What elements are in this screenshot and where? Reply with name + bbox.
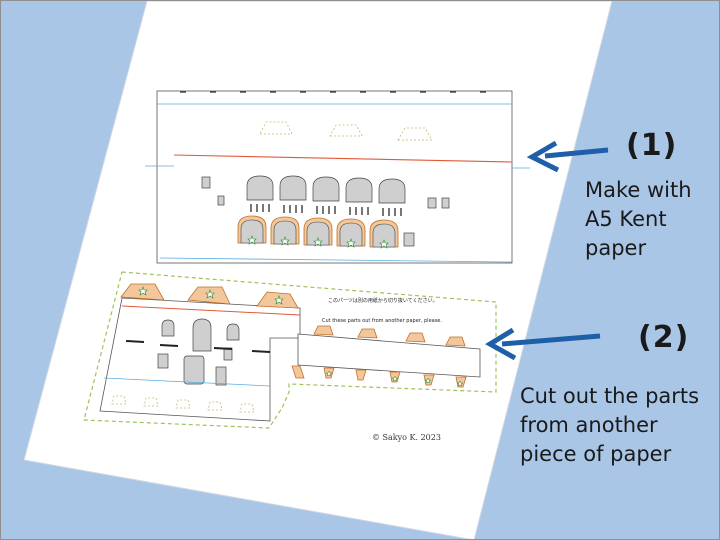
red-fold-line [173, 154, 513, 163]
tab-outline-1 [259, 121, 293, 135]
cut-zone-border [83, 271, 497, 429]
callout-1-number: (1) [626, 128, 678, 163]
callout-1-line-2: A5 Kent [585, 207, 667, 231]
facade-window-1 [161, 319, 175, 337]
callout-2-line-1: Cut out the parts [520, 384, 700, 408]
facade-window-6 [215, 366, 227, 386]
note-english: Cut these parts out from another paper, … [322, 318, 442, 324]
arch-window-4 [345, 177, 373, 203]
facade-outline [156, 90, 513, 264]
part-facade-strip [145, 90, 530, 264]
callout-1-line-1: Make with [585, 178, 692, 202]
arch-window-3 [312, 176, 340, 202]
tab-outline-2 [329, 124, 363, 137]
arch-window-2 [279, 175, 307, 201]
blue-guide-bottom [159, 257, 513, 263]
facade-window-3 [226, 323, 240, 341]
facade-window-2 [192, 318, 212, 352]
callout-2-line-2: from another [520, 413, 658, 437]
callout-1-line-3: paper [585, 236, 647, 260]
small-window-4 [441, 197, 450, 209]
note-japanese: このパーツは別の用紙から切り抜いてください。 [328, 297, 438, 304]
small-window-5 [403, 232, 415, 247]
arrow-2 [485, 327, 601, 361]
part-left-facade [99, 283, 301, 422]
part-right-strip: このパーツは別の用紙から切り抜いてください。 Cut these parts o… [291, 297, 481, 388]
tab-outline-3 [397, 127, 433, 141]
facade-window-5 [157, 353, 169, 369]
arrow-1 [526, 140, 609, 173]
callout-2-line-3: piece of paper [520, 442, 672, 466]
callout-1-caption: Make with A5 Kent paper [585, 176, 692, 263]
callout-2-number: (2) [638, 320, 690, 355]
copyright-text: © Sakyo K. 2023 [372, 433, 441, 442]
facade-window-4 [183, 355, 205, 385]
callout-2-caption: Cut out the parts from another piece of … [520, 382, 699, 469]
arch-window-5 [378, 178, 406, 204]
small-window-1 [201, 176, 211, 189]
small-window-2 [217, 195, 225, 206]
small-window-3 [427, 197, 437, 209]
arch-window-1 [246, 175, 274, 201]
